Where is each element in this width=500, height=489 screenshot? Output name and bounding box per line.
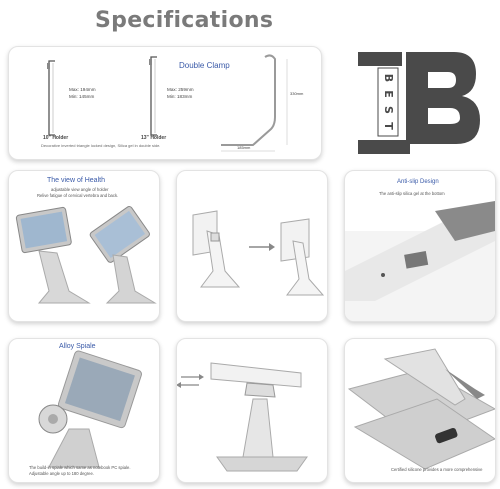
health-card: The view of Health adjustable view angle… bbox=[8, 170, 160, 322]
holder10-label: 10" Holder bbox=[43, 135, 69, 141]
rotate-illustration bbox=[177, 362, 308, 472]
silicone-illustration bbox=[347, 348, 495, 470]
holder10-max: Max: 194mm bbox=[69, 87, 96, 92]
alloy-illustration bbox=[38, 350, 142, 468]
antislip-desc: The anti-slip silica gel at the bottom bbox=[379, 191, 445, 196]
base-dimension: 185mm bbox=[237, 145, 251, 150]
health-line2: Relive fatigue of cervical vertebra and … bbox=[37, 193, 119, 198]
antislip-title: Anti-slip Design bbox=[397, 179, 439, 185]
holder10-min: Min: 145mm bbox=[69, 94, 95, 99]
silicone-caption: Certified silicone provides a more compr… bbox=[391, 467, 483, 472]
holder13-label: 13" Holder bbox=[141, 135, 167, 141]
alloy-line2: Adjustable angle up to 180 degree. bbox=[29, 471, 94, 476]
logo-letter-e: E bbox=[382, 90, 395, 98]
install-illustration bbox=[192, 210, 325, 296]
page-title: Specifications bbox=[95, 8, 274, 33]
health-title: The view of Health bbox=[47, 177, 105, 184]
health-line1: adjustable view angle of holder bbox=[51, 187, 109, 192]
holder13-min: Min: 183mm bbox=[167, 94, 193, 99]
spec-diagram bbox=[47, 54, 288, 152]
logo-letter-t: T bbox=[382, 122, 395, 130]
height-dimension: 330mm bbox=[290, 91, 304, 96]
alloy-title: Alloy Spiale bbox=[59, 343, 96, 350]
spec-caption: Decorative inverted triangle locked desi… bbox=[41, 143, 161, 148]
install-card bbox=[176, 170, 328, 322]
logo-letter-b: B bbox=[382, 73, 395, 83]
brand-logo: B E S T bbox=[358, 52, 482, 154]
silicone-card: Certified silicone provides a more compr… bbox=[344, 338, 496, 483]
alloy-card: Alloy Spiale The build-in spiale which s… bbox=[8, 338, 160, 483]
logo-graphic bbox=[358, 52, 480, 154]
clamp-title: Double Clamp bbox=[179, 61, 230, 70]
logo-letters: B E S T bbox=[382, 70, 395, 134]
rotate-card bbox=[176, 338, 328, 483]
spec-card: Double Clamp Max: 194mm Min: 145mm Max: … bbox=[8, 46, 322, 160]
holder13-max: Max: 259mm bbox=[167, 87, 194, 92]
logo-letter-s: S bbox=[382, 106, 395, 114]
antislip-illustration bbox=[345, 201, 495, 321]
health-illustration bbox=[15, 206, 157, 304]
antislip-card: Anti-slip Design The anti-slip silica ge… bbox=[344, 170, 496, 322]
alloy-line1: The build-in spiale which same as notebo… bbox=[29, 465, 131, 470]
